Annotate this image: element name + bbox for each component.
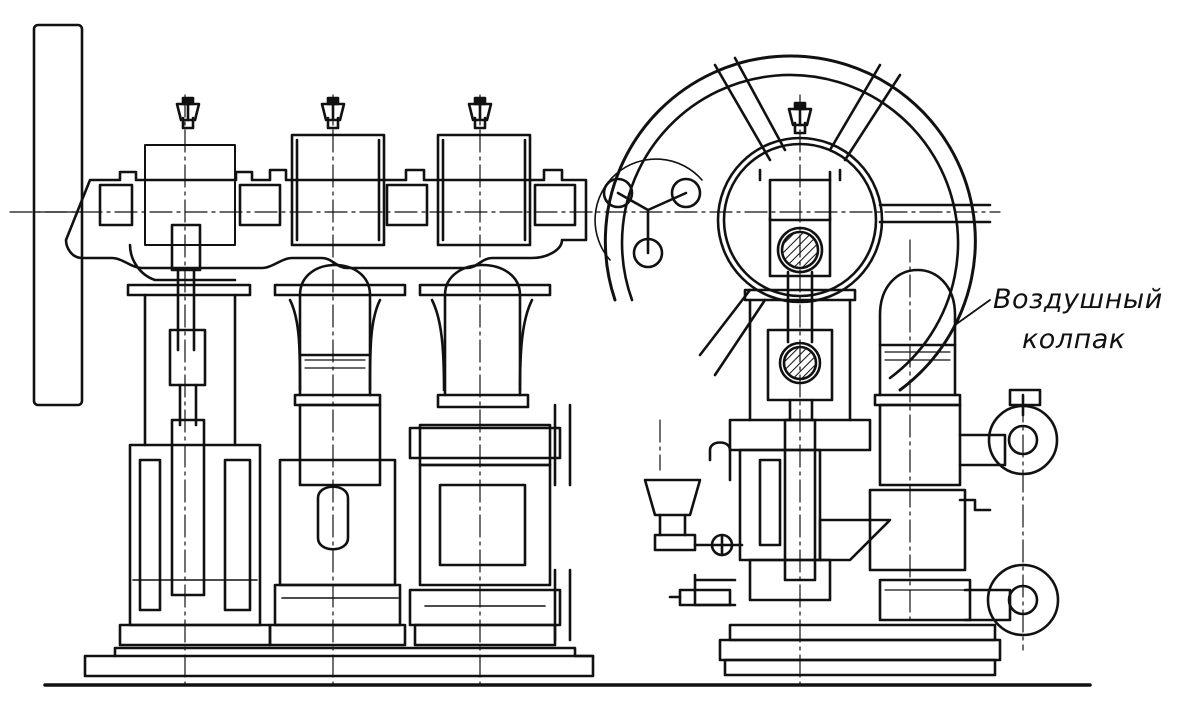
side-view-pump [594, 54, 1060, 677]
flywheel [603, 54, 977, 392]
flywheel-side [32, 23, 84, 407]
annotation-air-vessel-line2: колпак [1022, 324, 1126, 355]
front-view-pump [64, 96, 595, 678]
annotation-air-vessel-line1: Воздушный [993, 284, 1163, 315]
center-lines [9, 94, 1024, 691]
